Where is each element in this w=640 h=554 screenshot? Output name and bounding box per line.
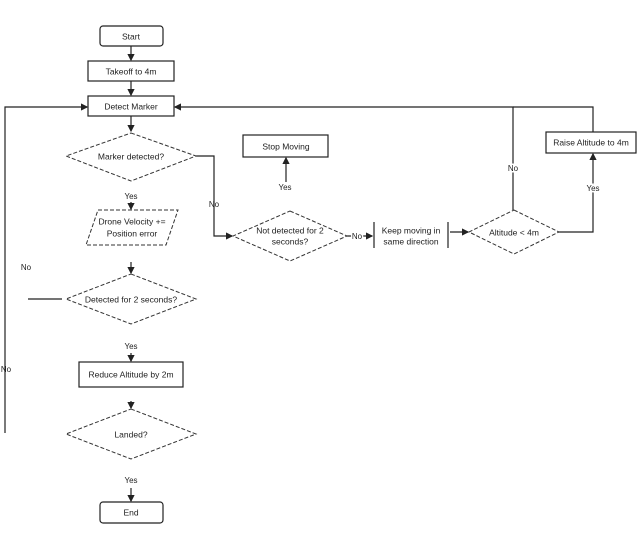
node-keep-moving-label-2: same direction (383, 236, 439, 246)
decision-marker-detected-label: Marker detected? (98, 151, 164, 161)
node-raise-altitude: Raise Altitude to 4m (545, 131, 637, 154)
edge-labels: Yes No No Yes No Yes Yes No No Yes (1, 163, 601, 486)
node-velocity: Drone Velocity += Position error (85, 209, 179, 246)
node-end: End (99, 501, 164, 524)
edge-label-marker-no: No (209, 200, 220, 209)
edge-label-altitude-no: No (508, 164, 519, 173)
node-velocity-label-2: Position error (107, 228, 158, 238)
decision-not-detected-label-1: Not detected for 2 (256, 225, 324, 235)
node-stop-moving-label: Stop Moving (262, 141, 310, 151)
edge-label-detected2s-yes: Yes (124, 342, 137, 351)
arrow-altitude-yes (559, 152, 597, 233)
node-start: Start (99, 25, 164, 47)
arrow-raise-detect (513, 106, 594, 132)
node-keep-moving-label-1: Keep moving in (382, 225, 441, 235)
decision-detected-2s: Detected for 2 seconds? (64, 273, 198, 325)
edge-label-landed-yes: Yes (124, 476, 137, 485)
node-velocity-label-1: Drone Velocity += (98, 216, 165, 226)
node-reduce-altitude: Reduce Altitude by 2m (78, 361, 184, 388)
edge-label-notdetected-yes: Yes (278, 183, 291, 192)
decision-landed-label: Landed? (114, 429, 147, 439)
node-stop-moving: Stop Moving (242, 134, 329, 158)
node-raise-altitude-label: Raise Altitude to 4m (553, 137, 629, 147)
node-takeoff-label: Takeoff to 4m (106, 66, 157, 76)
decision-detected-2s-label: Detected for 2 seconds? (85, 294, 177, 304)
node-start-label: Start (122, 31, 141, 41)
connectors (4, 46, 597, 503)
decision-altitude: Altitude < 4m (467, 209, 561, 255)
decision-not-detected-2s: Not detected for 2 seconds? (231, 210, 349, 262)
edge-label-marker-yes: Yes (124, 192, 137, 201)
arrow-marker-no (196, 155, 234, 240)
node-takeoff: Takeoff to 4m (87, 60, 175, 82)
node-keep-moving: Keep moving in same direction (373, 222, 449, 248)
node-detect-marker-label: Detect Marker (104, 101, 158, 111)
edge-label-altitude-yes: Yes (586, 184, 599, 193)
edge-label-notdetected-no: No (352, 232, 363, 241)
decision-marker-detected: Marker detected? (64, 132, 198, 182)
arrow-altitude-no (173, 103, 514, 210)
decision-altitude-label: Altitude < 4m (489, 227, 539, 237)
decision-not-detected-label-2: seconds? (272, 236, 309, 246)
decision-landed: Landed? (64, 408, 198, 460)
node-reduce-altitude-label: Reduce Altitude by 2m (88, 369, 173, 379)
node-end-label: End (123, 507, 138, 517)
loop-landed-no (4, 103, 89, 433)
edge-label-landed-no: No (1, 365, 12, 374)
node-detect-marker: Detect Marker (87, 95, 175, 117)
edge-label-detected2s-no: No (21, 263, 32, 272)
